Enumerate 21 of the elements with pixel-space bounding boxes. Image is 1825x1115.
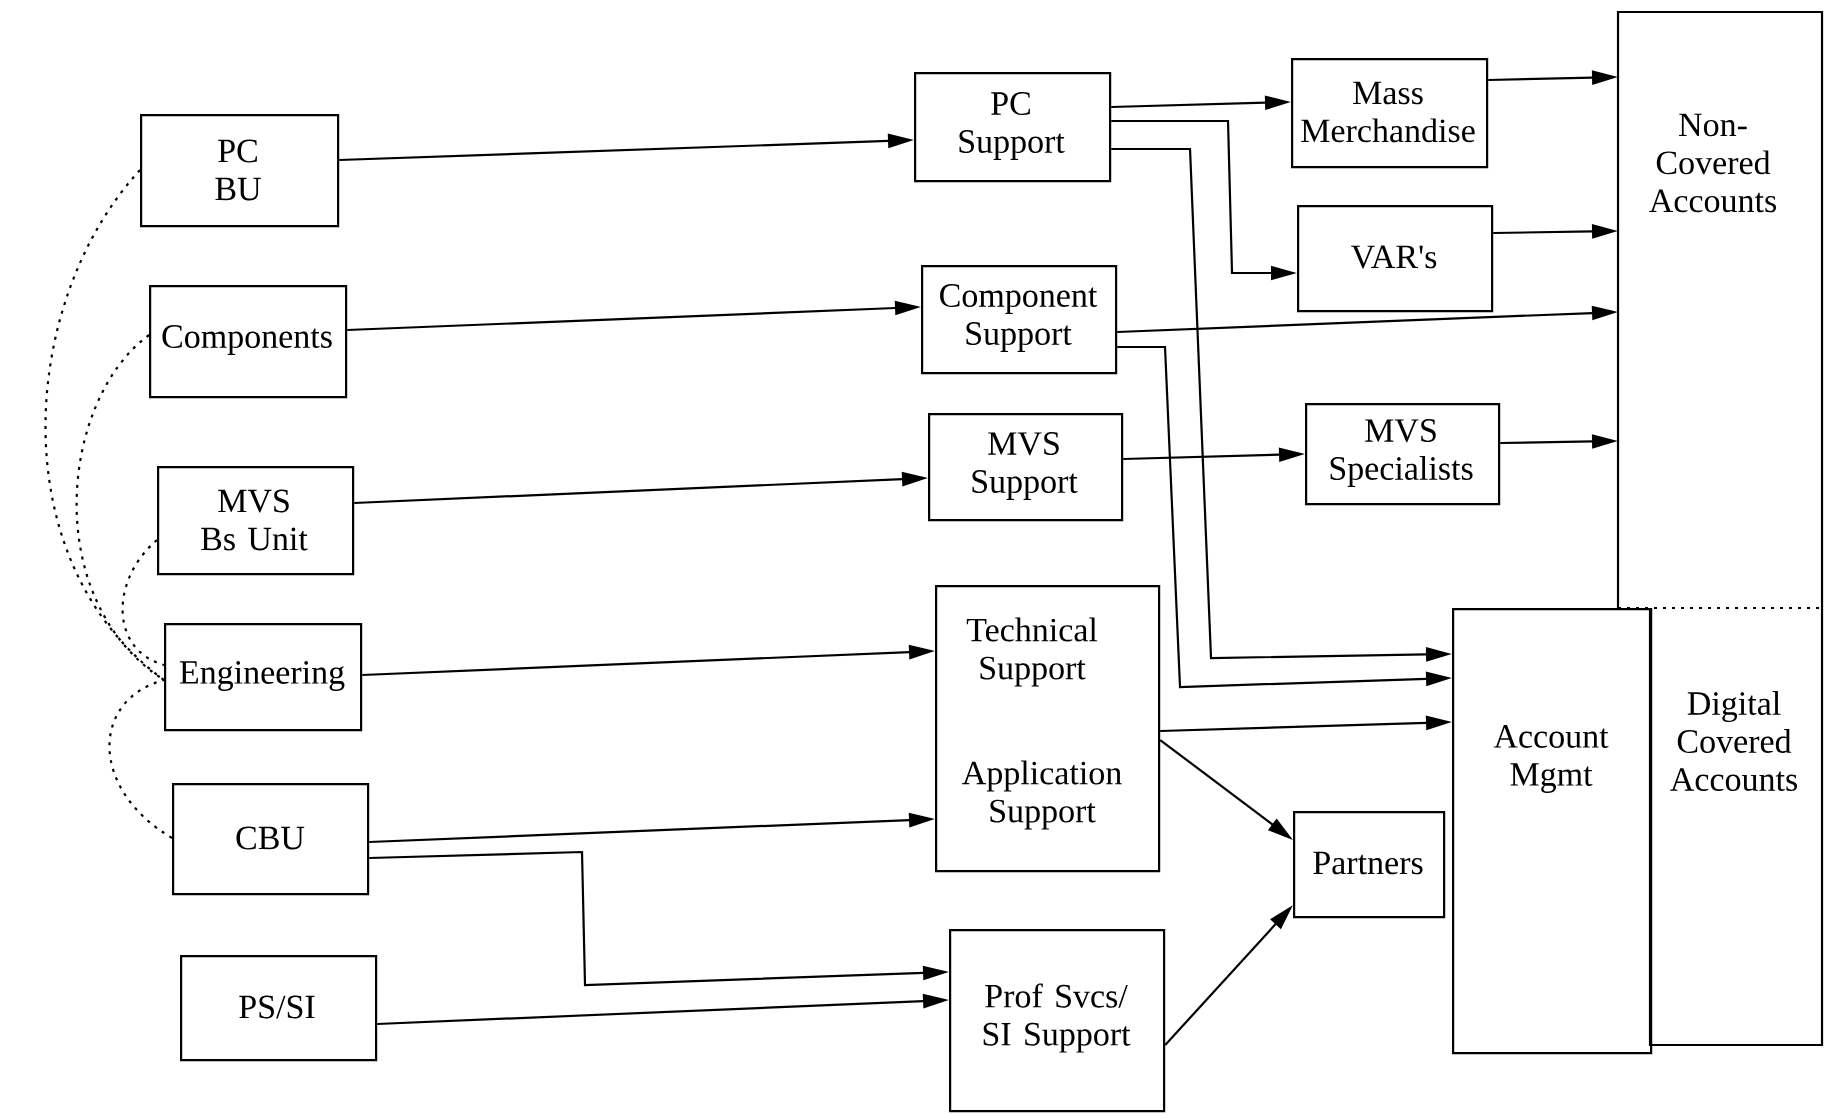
process-box: Technical Support Application Support	[935, 585, 1161, 873]
region-box: Account Mgmt	[1452, 608, 1653, 1055]
process-box: Component Support	[921, 265, 1118, 375]
dotted-curve	[121, 539, 165, 667]
process-box: MVS Support	[928, 413, 1124, 522]
dotted-curve	[108, 679, 173, 839]
region-box: Digital Covered Accounts	[1648, 608, 1824, 1047]
process-box: Components	[149, 285, 348, 399]
process-box: CBU	[172, 783, 370, 896]
region-box: Non-Covered Accounts	[1616, 10, 1824, 610]
process-box: Mass Merchandise	[1291, 58, 1489, 169]
process-box: Engineering	[164, 623, 363, 732]
process-box: PC BU	[140, 114, 340, 228]
dotted-curve	[44, 169, 165, 681]
process-box: PC Support	[914, 72, 1112, 183]
process-box: Prof Svcs/ SI Support	[949, 929, 1166, 1113]
process-box: MVS Bs Unit	[157, 466, 355, 576]
process-box: Partners	[1293, 811, 1446, 919]
process-box: VAR's	[1297, 205, 1494, 313]
process-box: PS/SI	[180, 955, 378, 1062]
process-box: MVS Specialists	[1305, 403, 1501, 506]
